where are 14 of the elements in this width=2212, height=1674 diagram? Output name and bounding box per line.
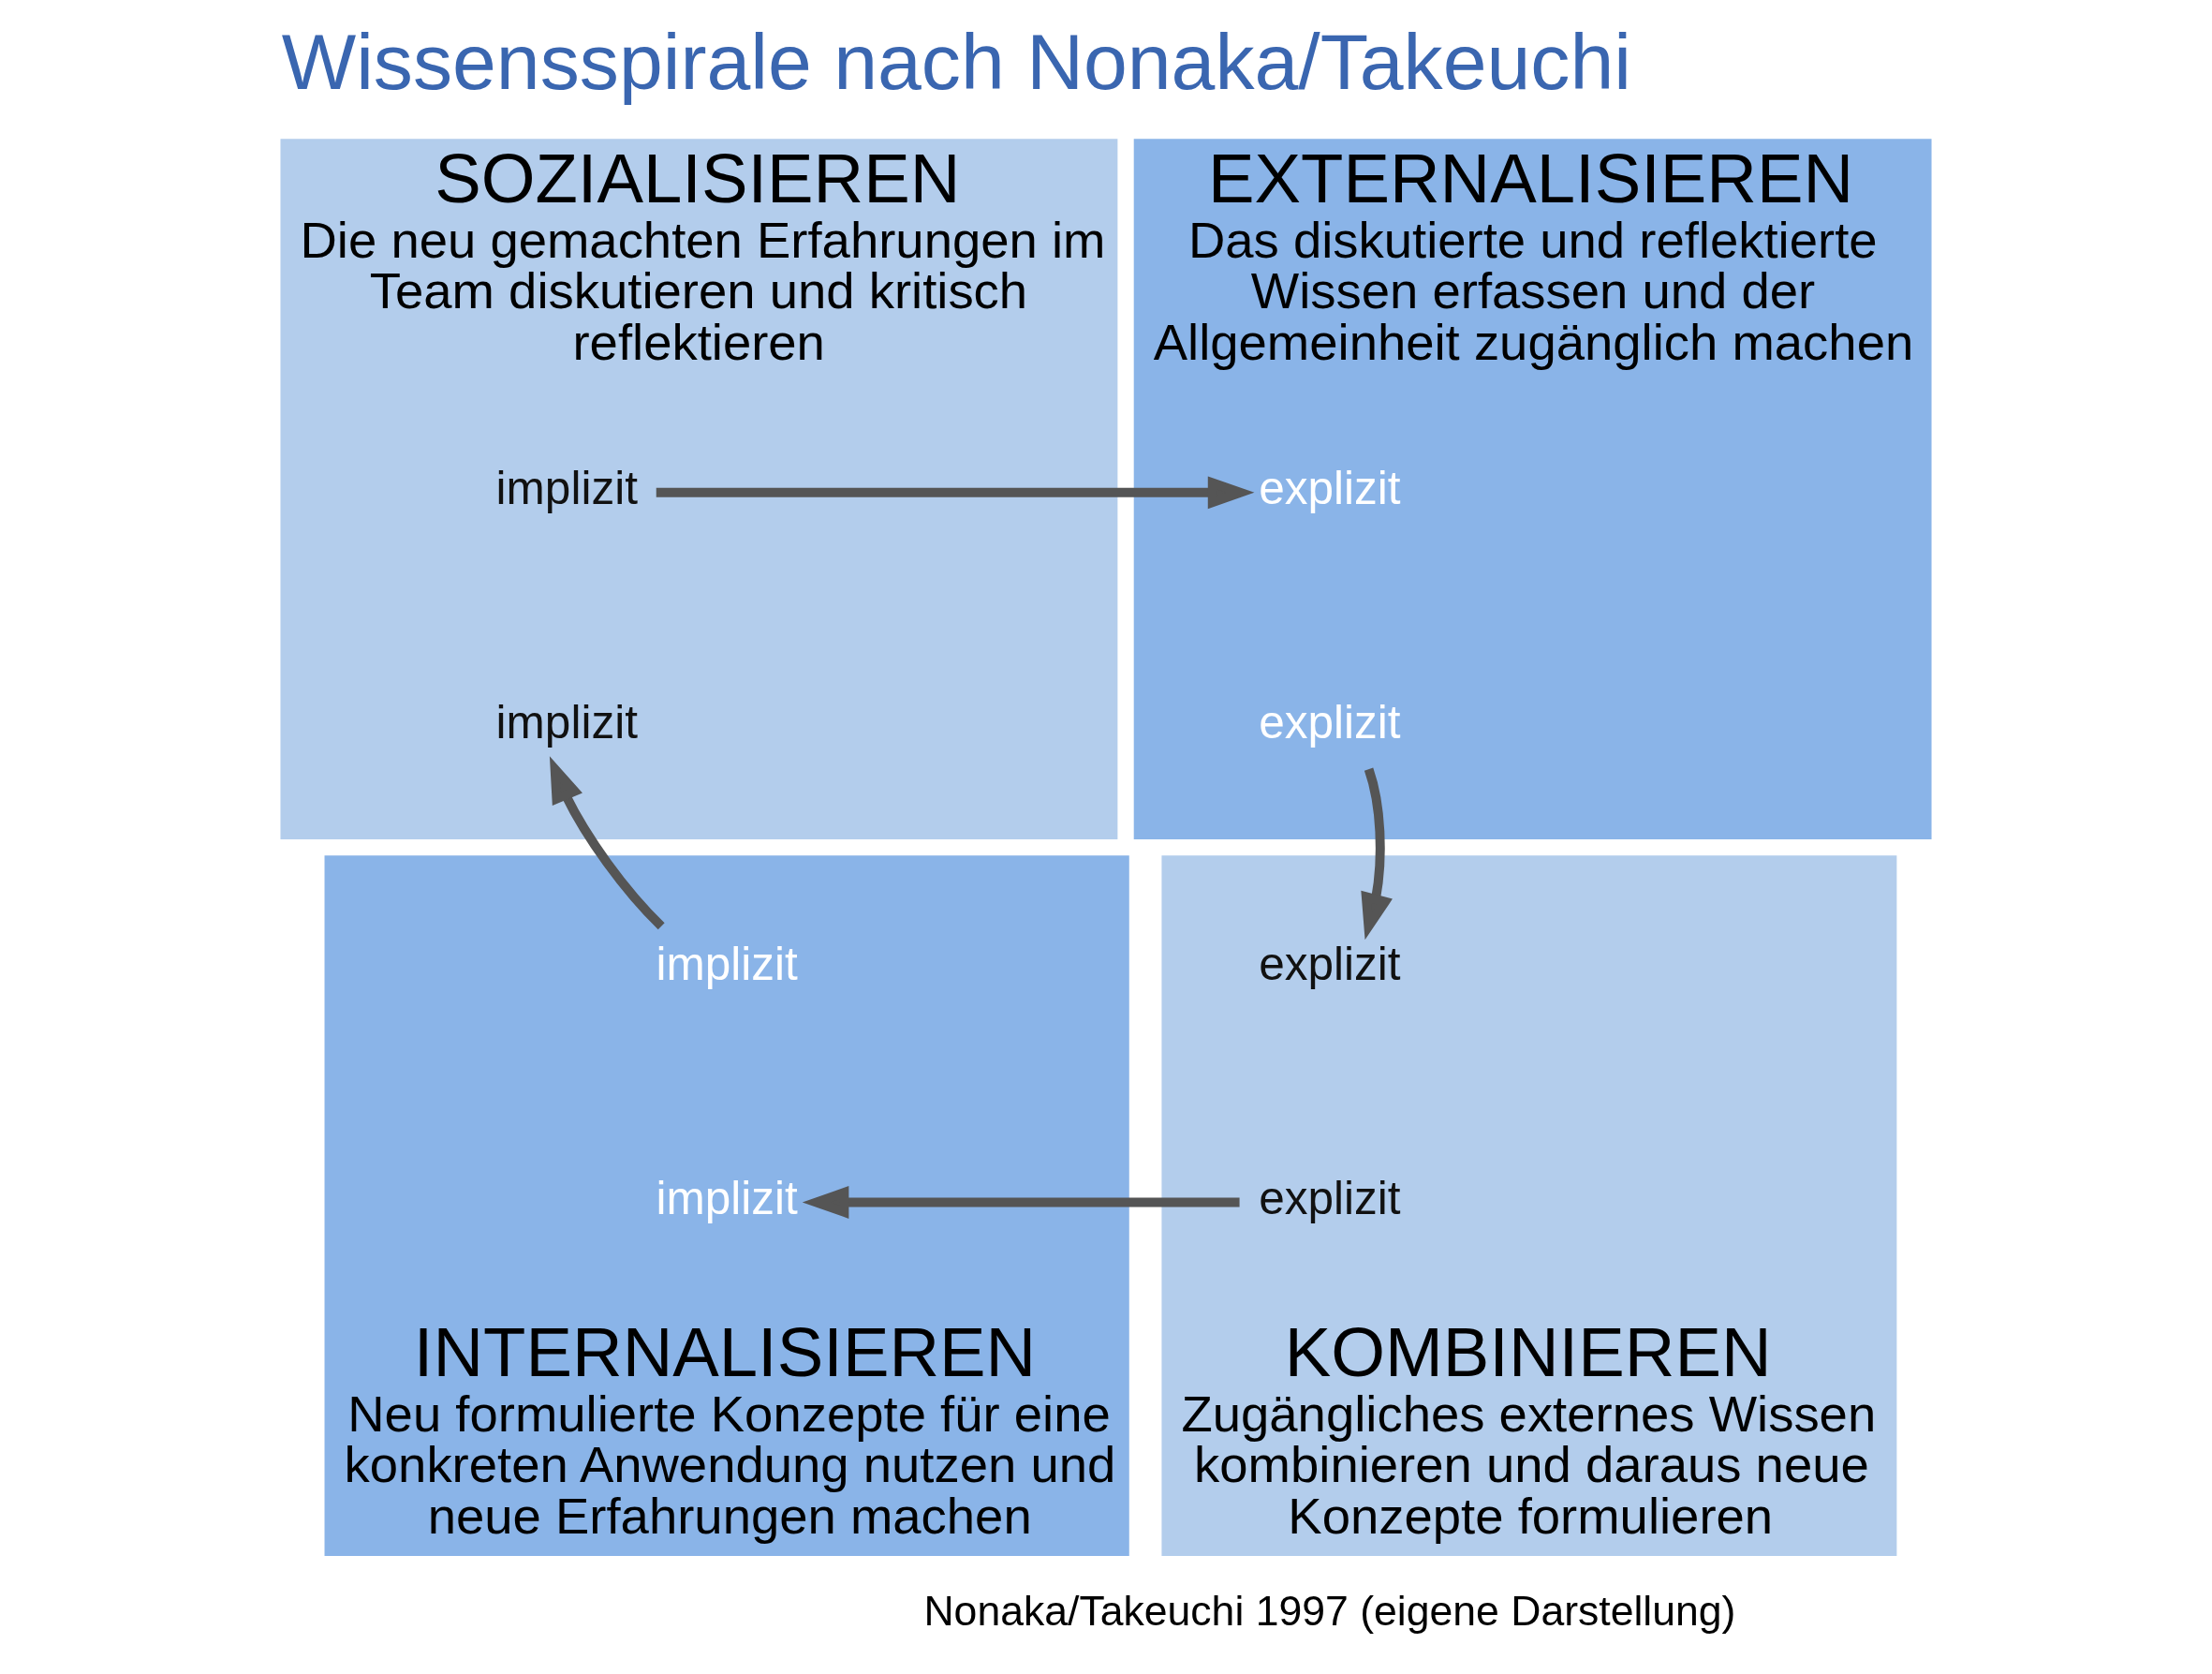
node-text: explizit bbox=[1259, 696, 1401, 748]
arrow bbox=[802, 1186, 1240, 1219]
node-text: explizit bbox=[1259, 462, 1401, 514]
arrow bbox=[656, 476, 1255, 510]
node-text: implizit bbox=[495, 696, 638, 748]
node-text: implizit bbox=[495, 462, 638, 514]
caption: Nonaka/Takeuchi 1997 (eigene Darstellung) bbox=[923, 1588, 1736, 1635]
arrow bbox=[549, 756, 665, 930]
node-text: implizit bbox=[656, 937, 798, 989]
node-text: explizit bbox=[1259, 1171, 1401, 1223]
diagram-title: Wissensspirale nach Nonaka/Takeuchi bbox=[281, 18, 1631, 107]
arrow bbox=[1361, 767, 1393, 941]
node-text: implizit bbox=[656, 1171, 798, 1223]
node-text: explizit bbox=[1259, 937, 1401, 989]
